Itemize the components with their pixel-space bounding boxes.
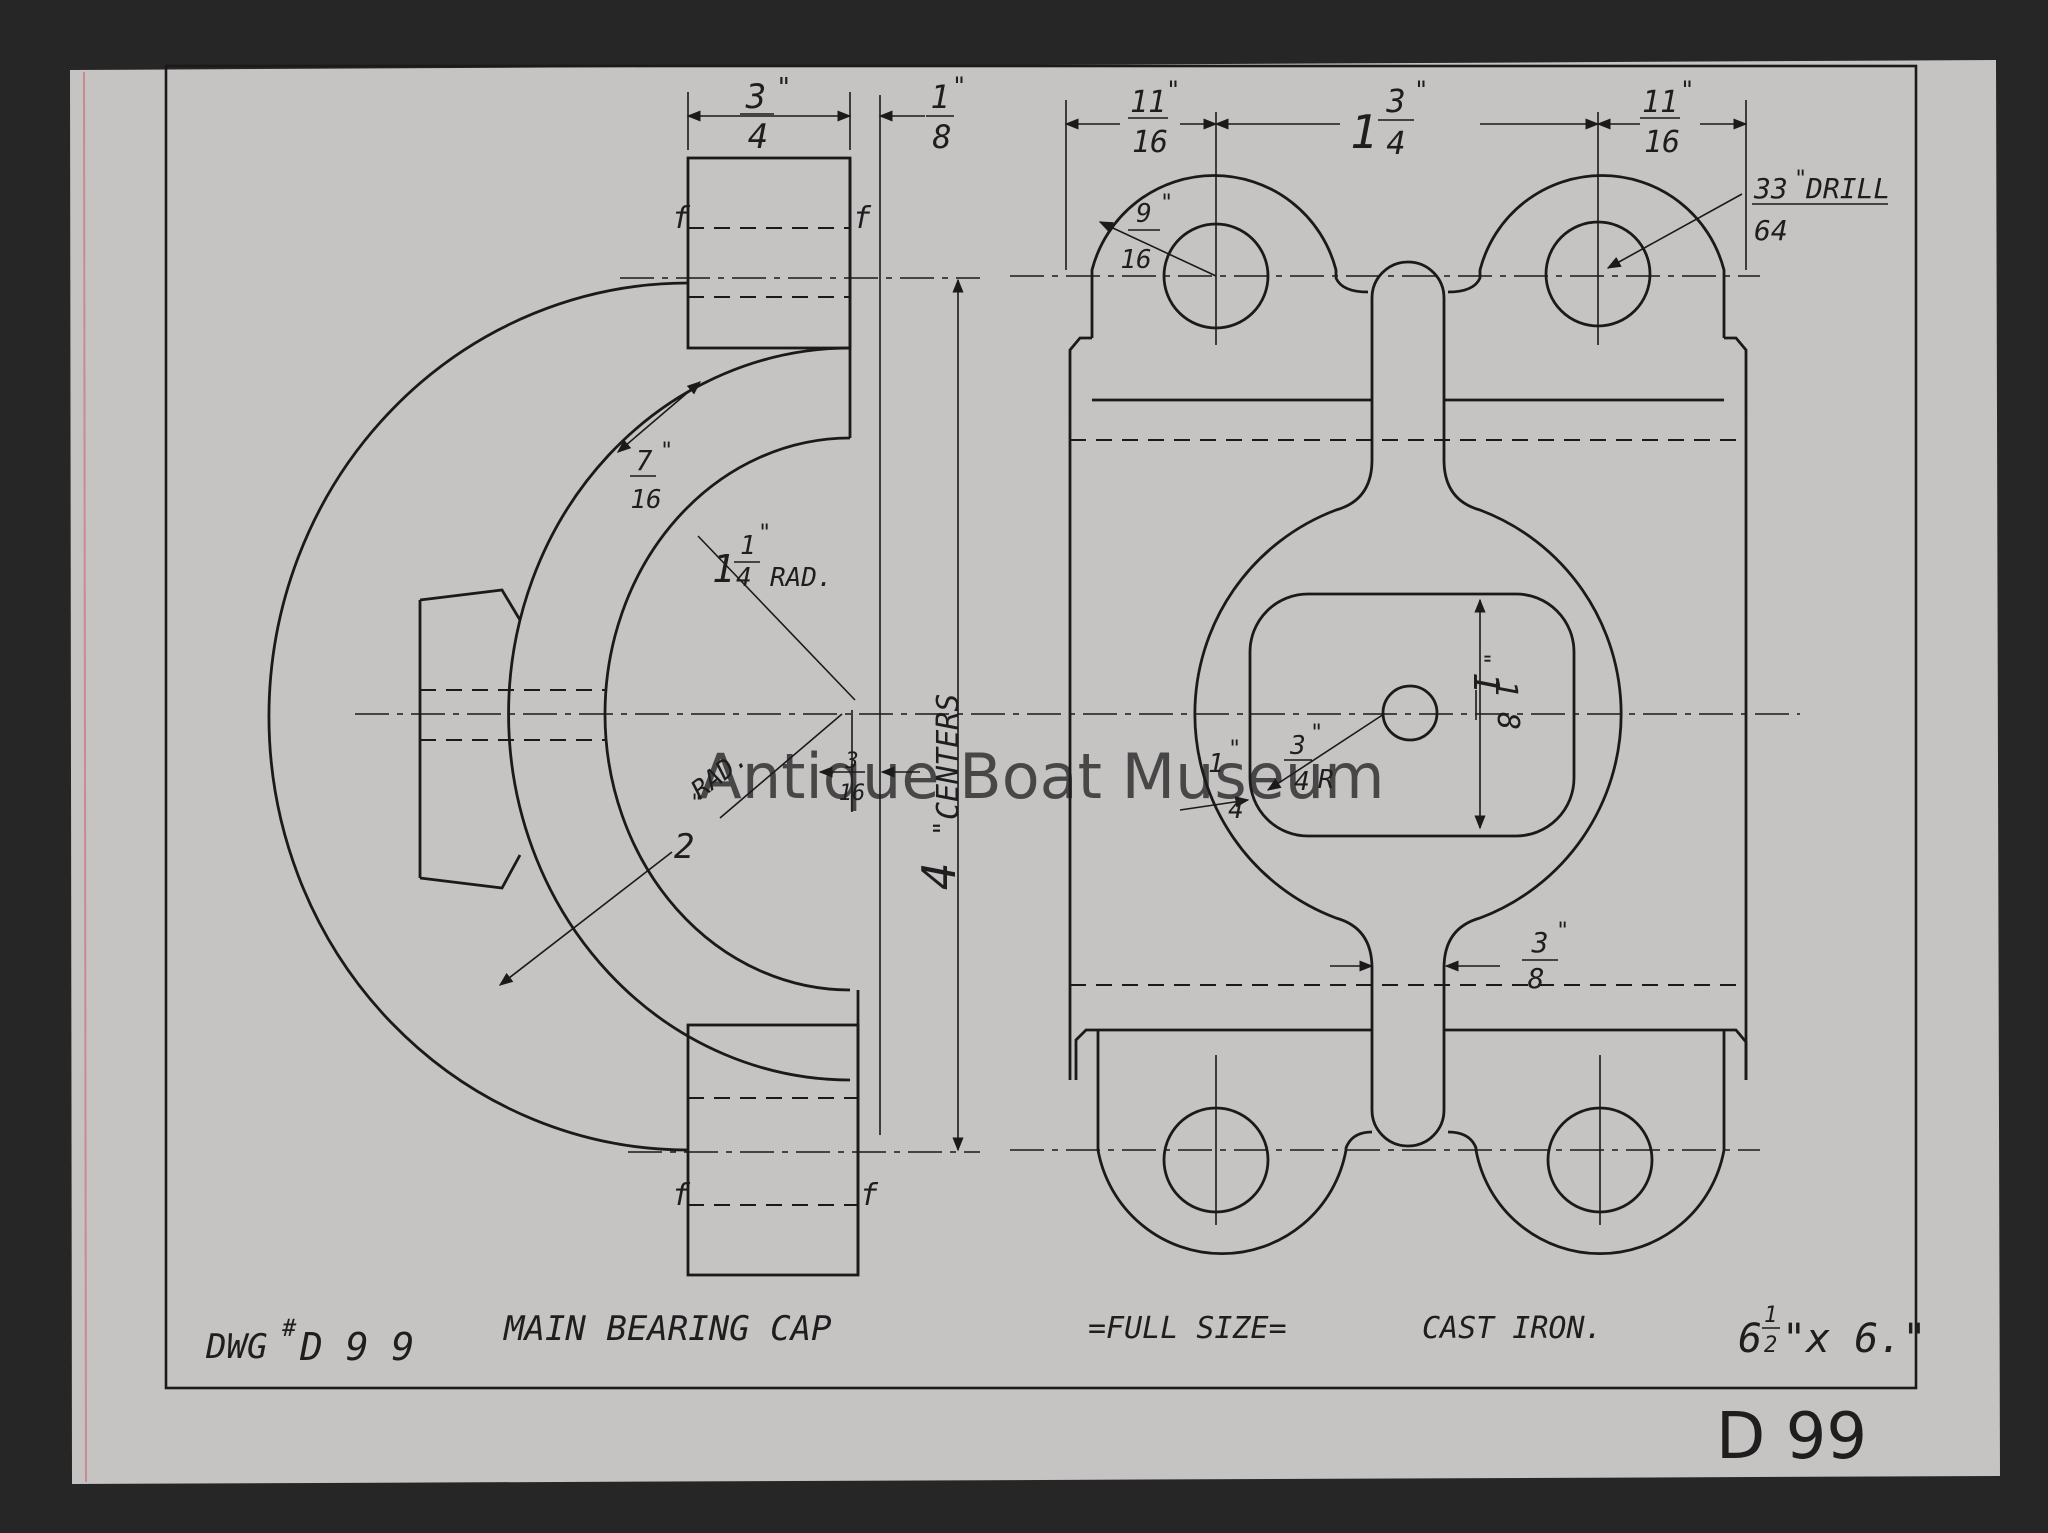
dim-web-num: 7 — [636, 444, 653, 477]
svg-text:": " — [1228, 737, 1241, 762]
dim-inner-radius-suffix: RAD. — [770, 563, 833, 593]
central-web — [1193, 260, 1623, 1148]
svg-text:": " — [1160, 191, 1173, 216]
material: CAST IRON. — [1422, 1311, 1603, 1346]
outer-arc — [267, 281, 689, 1152]
svg-text:4: 4 — [736, 563, 752, 593]
svg-text:": " — [1556, 919, 1569, 944]
dim-drill-num: 33 — [1753, 172, 1788, 205]
dim-width-den: 4 — [748, 117, 768, 157]
dim-center-whole: 1 — [1350, 105, 1378, 159]
finish-mark: f — [853, 201, 872, 236]
svg-text:1: 1 — [740, 531, 756, 561]
center-slot — [1248, 592, 1576, 838]
dim-centers-whole: 4 — [912, 862, 966, 890]
svg-text:2: 2 — [1764, 1333, 1777, 1358]
finish-mark: f — [672, 1178, 691, 1213]
svg-text:3: 3 — [1385, 82, 1405, 120]
dim-web-front-den: 8 — [1528, 962, 1545, 995]
dwg-prefix: DWG — [205, 1327, 267, 1367]
svg-text:1: 1 — [1488, 680, 1523, 698]
svg-text:": " — [690, 791, 703, 816]
dim-drill-label: DRILL — [1805, 172, 1890, 205]
svg-text:": " — [1468, 652, 1493, 665]
paper-margin-line — [83, 71, 87, 1483]
front-view-labels: 11 16 " 1 3 4 " 11 16 " 9 16 " 33 " DRIL… — [1120, 76, 1890, 995]
finish-mark: f — [860, 1178, 879, 1213]
dim-small-num: 3 — [844, 749, 858, 774]
dim-offset-num: 1 — [930, 78, 949, 116]
dim-left-ear-num: 11 — [1130, 85, 1166, 120]
dim-small-den: 16 — [839, 781, 866, 806]
dim-fillet-den: 16 — [1120, 245, 1151, 275]
svg-text:1: 1 — [1764, 1303, 1777, 1328]
watermark: Antique Boat Museum — [699, 740, 1384, 813]
dim-inner-radius-whole: 1 — [712, 547, 735, 591]
dim-web-den: 16 — [630, 485, 661, 515]
dwg-hash: # — [281, 1314, 297, 1342]
stock-size-whole: 6 — [1738, 1316, 1762, 1362]
finish-mark: f — [672, 201, 691, 236]
side-view — [267, 92, 1800, 1277]
lower-right-ear — [1447, 1030, 1726, 1256]
part-name: MAIN BEARING CAP — [503, 1309, 832, 1349]
dwg-number: D 9 9 — [299, 1325, 414, 1369]
svg-text:": " — [929, 820, 959, 836]
svg-text:": " — [1414, 76, 1428, 104]
title-block: DWG # D 9 9 MAIN BEARING CAP =FULL SIZE=… — [205, 1303, 1927, 1369]
dim-quarter-num: 1 — [1208, 749, 1224, 779]
drawing-scale: =FULL SIZE= — [1088, 1311, 1287, 1346]
dim-corner-r-num: 3 — [1289, 731, 1306, 761]
svg-text:8: 8 — [1490, 712, 1525, 730]
upper-left-ear — [1090, 174, 1369, 338]
svg-text:": " — [758, 521, 771, 546]
center-hole — [1381, 684, 1439, 742]
svg-text:": " — [660, 439, 673, 464]
svg-text:4: 4 — [1386, 124, 1405, 162]
svg-text:": " — [952, 72, 966, 100]
border-frame — [164, 64, 1918, 1390]
svg-text:": " — [1310, 721, 1323, 746]
svg-text:": " — [1794, 167, 1807, 192]
dim-centers-label: CENTERS — [931, 694, 966, 820]
dim-outer-radius-whole: 2 — [674, 827, 694, 867]
dim-fillet-num: 9 — [1136, 199, 1152, 229]
dim-width-num: 3 — [745, 77, 766, 117]
dim-corner-r-den: 4 — [1294, 767, 1310, 797]
dim-web-front-num: 3 — [1531, 926, 1549, 959]
dim-right-ear-num: 11 — [1642, 85, 1678, 120]
dim-right-ear-den: 16 — [1644, 125, 1680, 160]
svg-text:": " — [1680, 76, 1694, 104]
dim-drill-den: 64 — [1754, 214, 1788, 247]
dim-left-ear-den: 16 — [1132, 125, 1168, 160]
front-view — [1010, 100, 1888, 1256]
dim-quarter-den: 4 — [1228, 795, 1244, 825]
dim-offset-den: 8 — [932, 118, 951, 156]
archive-mark: D 99 — [1716, 1400, 1867, 1474]
stock-size-rest: "x 6." — [1782, 1316, 1927, 1362]
dim-corner-r-label: R — [1318, 765, 1334, 795]
svg-text:": " — [776, 73, 792, 103]
lower-left-ear — [1096, 1030, 1373, 1256]
dim-slot-whole: 1 — [1465, 672, 1506, 694]
svg-text:": " — [1166, 76, 1180, 104]
